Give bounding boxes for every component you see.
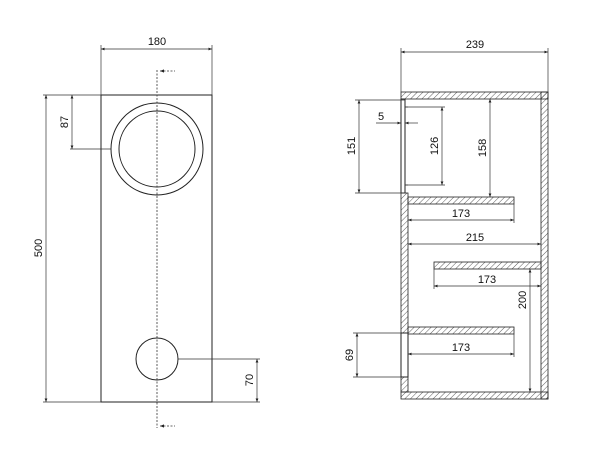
shelf-1 xyxy=(407,196,515,205)
top-chamber-label: 158 xyxy=(477,139,489,157)
port-offset-label: 70 xyxy=(244,374,256,386)
shelf-3 xyxy=(407,326,515,335)
front-panel-outline xyxy=(100,94,213,403)
inner-width-label: 215 xyxy=(466,232,484,244)
width-dim-label: 180 xyxy=(148,36,166,48)
baffle-thickness-label: 5 xyxy=(378,111,384,123)
bottom-wall xyxy=(400,391,549,400)
section-view: 239 151 5 126 158 173 215 173 200 xyxy=(344,39,549,400)
depth-dim-label: 239 xyxy=(466,39,484,51)
front-view: 180 500 87 70 xyxy=(33,36,260,428)
shelf1-length-label: 173 xyxy=(452,208,470,220)
port-opening xyxy=(400,332,409,378)
shelf3-length-label: 173 xyxy=(452,342,470,354)
driver-baffle xyxy=(400,98,406,194)
lower-height-label: 200 xyxy=(517,291,529,309)
driver-offset-label: 87 xyxy=(59,116,71,128)
baffle-height-label: 151 xyxy=(346,137,358,155)
driver-depth-label: 126 xyxy=(429,137,441,155)
front-wall-middle xyxy=(400,192,409,334)
front-wall-bottom xyxy=(400,376,409,393)
height-dim-label: 500 xyxy=(33,239,45,257)
port-height-label: 69 xyxy=(344,349,356,361)
top-wall xyxy=(400,91,549,100)
shelf-2 xyxy=(433,261,542,270)
shelf2-length-label: 173 xyxy=(478,274,496,286)
back-wall xyxy=(540,91,549,400)
